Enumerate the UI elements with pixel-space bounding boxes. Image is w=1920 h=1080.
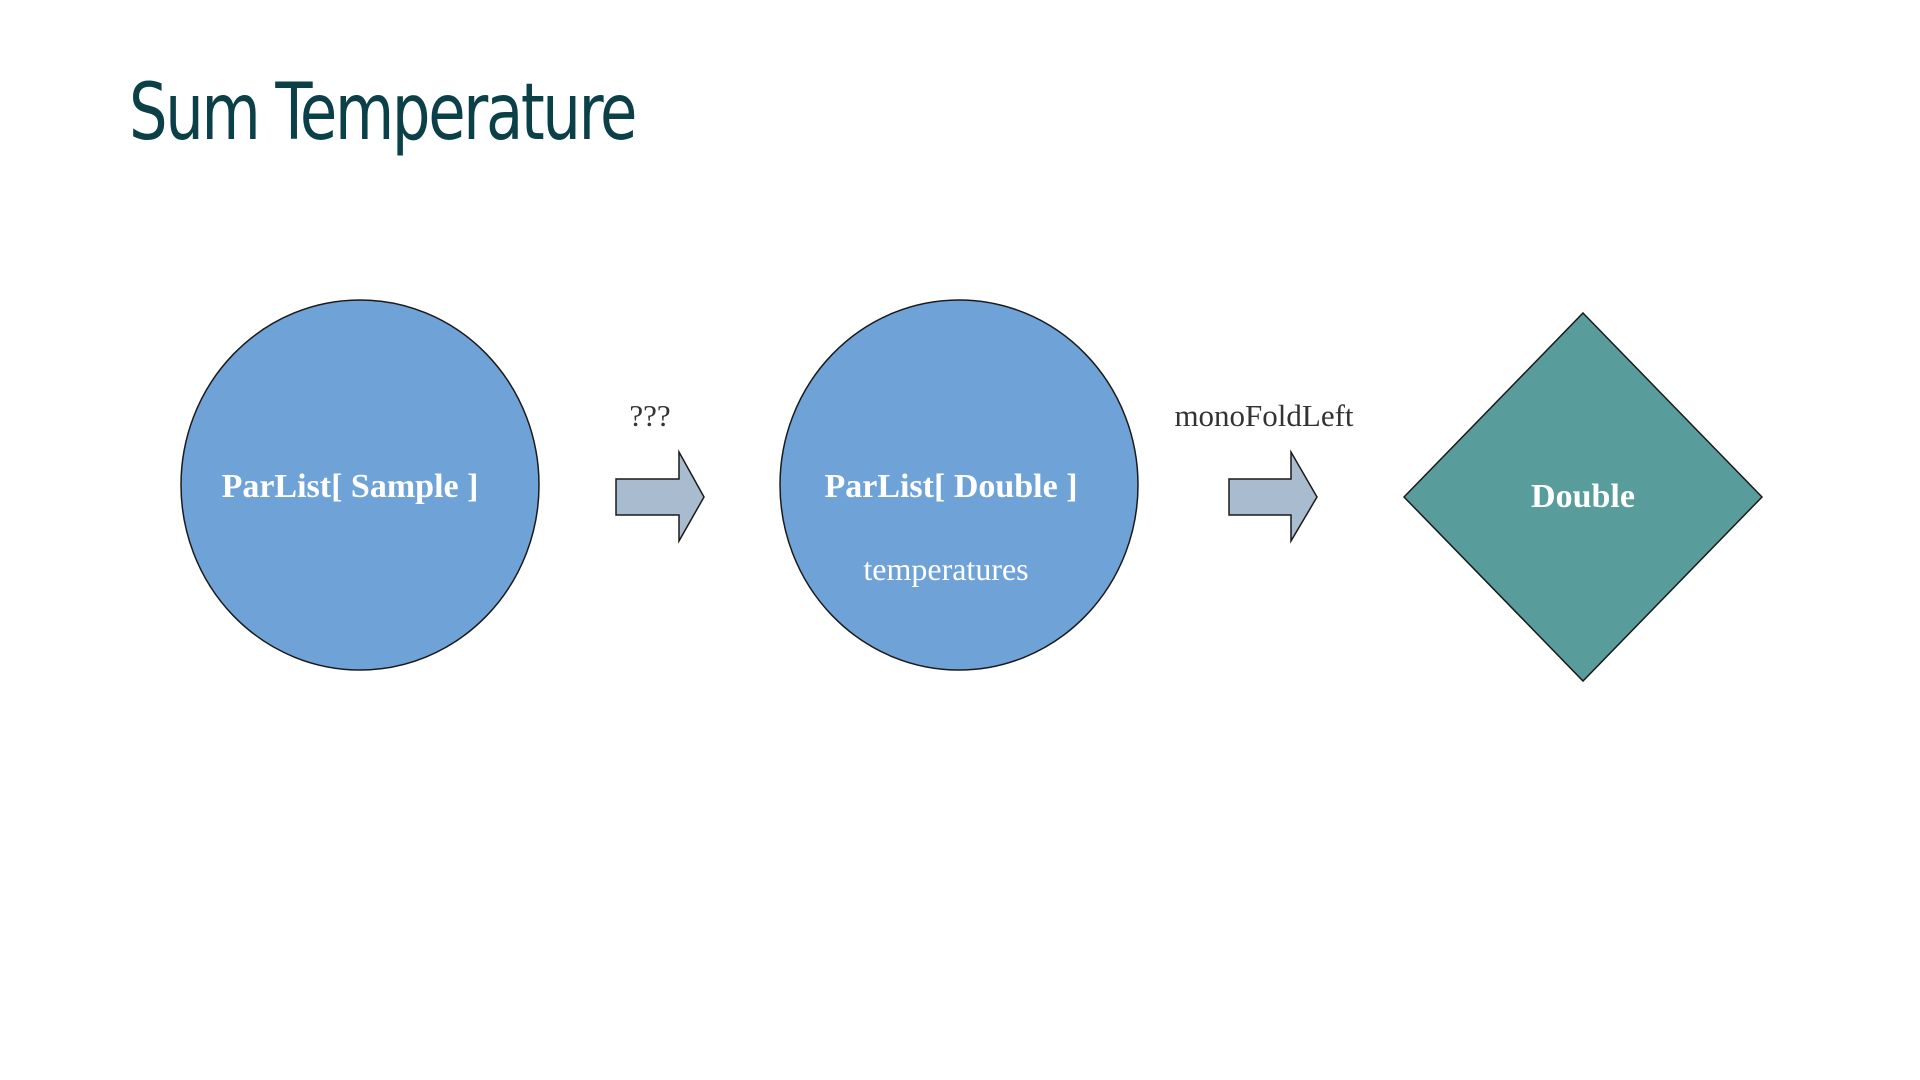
right-arrow-icon: [615, 449, 705, 544]
node-double-label: Double: [1531, 478, 1635, 515]
right-arrow-icon: [1228, 449, 1318, 544]
edge-unknown: ???: [615, 398, 705, 544]
edge-monofoldleft: monoFoldLeft: [1174, 398, 1354, 544]
node-double-diamond: [1402, 311, 1764, 683]
slide-title: Sum Temperature: [129, 68, 637, 158]
edge-monofoldleft-label: monoFoldLeft: [1174, 398, 1353, 433]
node-parlist-double-label: ParList[ Double ]: [824, 468, 1077, 505]
node-double: Double: [1402, 311, 1764, 683]
node-parlist-sample-label: ParList[ Sample ]: [222, 468, 479, 505]
edge-unknown-label: ???: [629, 398, 670, 433]
node-parlist-sample-circle: [180, 299, 540, 671]
node-parlist-sample: ParList[ Sample ]: [180, 299, 540, 671]
node-parlist-double-circle: [779, 299, 1139, 671]
node-parlist-double-sublabel: temperatures: [863, 551, 1028, 587]
node-parlist-double: ParList[ Double ] temperatures: [779, 299, 1139, 671]
